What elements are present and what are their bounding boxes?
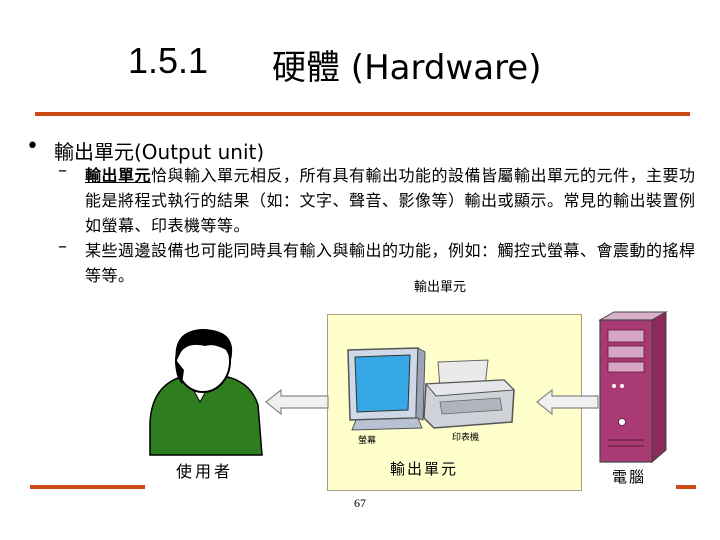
sub-bullet-dash-1: –: [58, 160, 67, 181]
monitor-icon: [347, 347, 426, 431]
title-number: 1.5.1: [128, 40, 209, 81]
bullet-heading: 輸出單元(Output unit): [54, 140, 265, 164]
sub-bullet-2: 某些週邊設備也可能同時具有輸入與輸出的功能，例如：觸控式螢幕、會震動的搖桿等等。: [85, 241, 696, 285]
output-unit-label: 輸出單元: [390, 460, 459, 478]
printer-icon: [423, 359, 516, 429]
user-label: 使用者: [176, 462, 234, 481]
page-number: 67: [354, 496, 366, 510]
arrow-left-icon: [536, 388, 599, 416]
sub-bullet-dash-2: –: [58, 236, 67, 257]
user-icon: [149, 329, 263, 456]
diagram-caption: 輸出單元: [414, 280, 467, 295]
footer-divider-left: [30, 485, 145, 489]
screen-label: 螢幕: [358, 436, 377, 446]
computer-label: 電腦: [612, 468, 647, 486]
footer-divider-right: [676, 485, 696, 489]
computer-tower-icon: [598, 311, 668, 464]
keyword-output-unit: 輸出單元: [85, 166, 152, 185]
printer-label: 印表機: [452, 433, 480, 443]
sub-bullet-1: 輸出單元恰與輸入單元相反，所有具有輸出功能的設備皆屬輸出單元的元件，主要功能是將…: [85, 163, 705, 238]
page-title: 硬體 (Hardware): [272, 48, 542, 88]
sub-bullet-1-text: 恰與輸入單元相反，所有具有輸出功能的設備皆屬輸出單元的元件，主要功能是將程式執行…: [85, 166, 696, 235]
title-divider: [35, 112, 690, 116]
arrow-left-icon: [265, 388, 329, 416]
bullet-marker: •: [26, 134, 39, 159]
